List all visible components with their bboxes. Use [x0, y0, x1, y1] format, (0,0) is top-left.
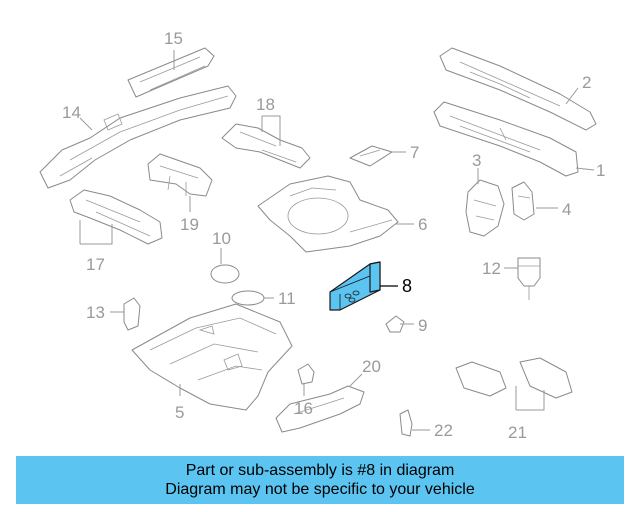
part-6	[257, 175, 399, 253]
part-10	[210, 264, 240, 284]
part-11	[231, 290, 265, 306]
callout-21: 21	[508, 423, 527, 442]
part-1	[433, 101, 579, 177]
part-5	[131, 303, 293, 411]
callout-1: 1	[596, 161, 605, 180]
callout-10: 10	[212, 229, 231, 248]
callout-3: 3	[472, 151, 481, 170]
part-21	[455, 357, 573, 399]
part-16	[297, 363, 315, 385]
callout-17: 17	[86, 255, 105, 274]
info-banner: Part or sub-assembly is #8 in diagram Di…	[16, 456, 624, 504]
part-13	[123, 297, 141, 331]
callout-9: 9	[418, 316, 427, 335]
callout-12: 12	[482, 259, 501, 278]
callout-7: 7	[410, 143, 419, 162]
part-20	[275, 385, 365, 433]
callout-8: 8	[402, 276, 412, 296]
part-7	[349, 145, 393, 167]
part-19	[147, 153, 213, 197]
callout-6: 6	[418, 215, 427, 234]
part-2	[439, 47, 597, 131]
callout-18: 18	[256, 95, 275, 114]
leader-lines	[79, 50, 595, 431]
callout-2: 2	[582, 73, 591, 92]
banner-line-2: Diagram may not be specific to your vehi…	[165, 481, 475, 498]
callout-22: 22	[434, 421, 453, 440]
part-4	[511, 181, 535, 221]
callout-5: 5	[175, 403, 184, 422]
callout-16: 16	[294, 399, 313, 418]
part-3	[465, 179, 505, 237]
part-17	[69, 189, 163, 245]
callout-15: 15	[164, 29, 183, 48]
parts-diagram: 15 14 18 7 2 1 3 4 19 6 17 10 11 12 8 13…	[39, 29, 605, 442]
part-8-highlighted	[329, 261, 381, 311]
part-9	[385, 315, 405, 333]
part-15	[127, 47, 215, 98]
part-18	[221, 123, 311, 169]
callout-13: 13	[86, 303, 105, 322]
callout-20: 20	[362, 357, 381, 376]
callout-4: 4	[562, 200, 571, 219]
callout-14: 14	[62, 103, 81, 122]
part-12	[517, 257, 541, 300]
callout-labels: 15 14 18 7 2 1 3 4 19 6 17 10 11 12 8 13…	[62, 29, 605, 442]
callout-19: 19	[180, 215, 199, 234]
part-22	[399, 409, 413, 437]
banner-line-1: Part or sub-assembly is #8 in diagram	[185, 462, 455, 479]
part-14	[39, 85, 237, 189]
callout-11: 11	[278, 289, 296, 308]
